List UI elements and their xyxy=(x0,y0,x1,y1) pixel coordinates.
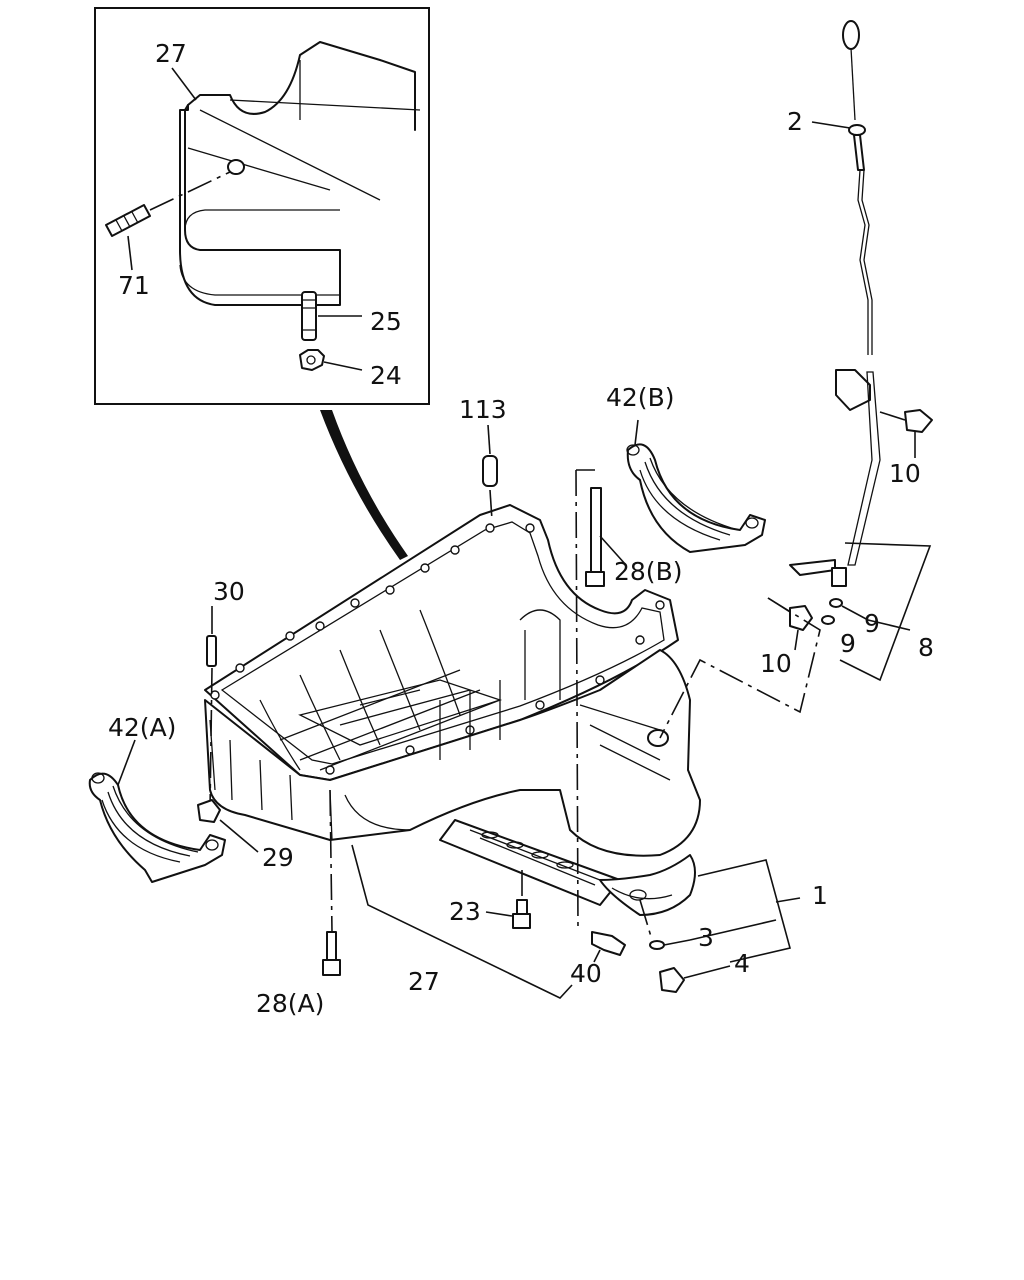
label-23: 23 xyxy=(449,897,481,926)
drain-plug-40 xyxy=(591,931,626,963)
label-71: 71 xyxy=(118,271,150,300)
stud-71 xyxy=(105,171,231,271)
label-27-main: 27 xyxy=(408,967,440,996)
label-42b: 42(B) xyxy=(606,383,674,412)
bolt-10-upper xyxy=(879,409,933,458)
label-29: 29 xyxy=(262,843,294,872)
nut-24 xyxy=(299,349,363,371)
detail-pointer-arrow xyxy=(320,410,408,560)
label-27-inset: 27 xyxy=(155,39,187,68)
label-28a: 28(A) xyxy=(256,989,324,1018)
label-10-upper: 10 xyxy=(889,459,921,488)
dipstick-2 xyxy=(842,20,873,355)
label-113: 113 xyxy=(459,395,507,424)
bolt-28a xyxy=(322,789,341,976)
callout-labels: 27 71 25 24 113 42(B) 2 10 28(B) 30 9 8 … xyxy=(108,39,934,1018)
dipstick-guide-tube-8 xyxy=(789,369,881,587)
nut-29 xyxy=(197,799,259,853)
bolt-10-lower xyxy=(767,597,813,651)
label-2: 2 xyxy=(787,107,803,136)
o-ring-9-upper xyxy=(829,598,843,608)
gasket-3 xyxy=(639,899,691,950)
label-40: 40 xyxy=(570,959,602,988)
o-ring-9-lower xyxy=(821,615,835,625)
label-4: 4 xyxy=(734,949,750,978)
label-30: 30 xyxy=(213,577,245,606)
bolt-4 xyxy=(659,965,731,993)
label-3: 3 xyxy=(698,923,714,952)
inset-detail xyxy=(94,7,430,405)
label-10-lower: 10 xyxy=(760,649,792,678)
dowel-pin-113 xyxy=(482,424,498,521)
stud-25 xyxy=(301,291,362,341)
bolt-23 xyxy=(485,870,531,929)
inset-oil-pan-corner xyxy=(179,41,421,306)
bearing-cap-42b xyxy=(626,419,766,553)
label-9-lower: 9 xyxy=(840,629,856,658)
label-8: 8 xyxy=(918,633,934,662)
label-9-upper: 9 xyxy=(864,609,880,638)
label-1: 1 xyxy=(812,881,828,910)
bearing-cap-42a xyxy=(88,739,226,883)
strainer-slots xyxy=(481,831,574,869)
label-25: 25 xyxy=(370,307,402,336)
bolt-28b xyxy=(575,469,627,931)
label-24: 24 xyxy=(370,361,402,390)
stud-30 xyxy=(206,606,217,811)
label-28b: 28(B) xyxy=(614,557,682,586)
label-42a: 42(A) xyxy=(108,713,176,742)
oil-pan-27 xyxy=(204,504,701,916)
